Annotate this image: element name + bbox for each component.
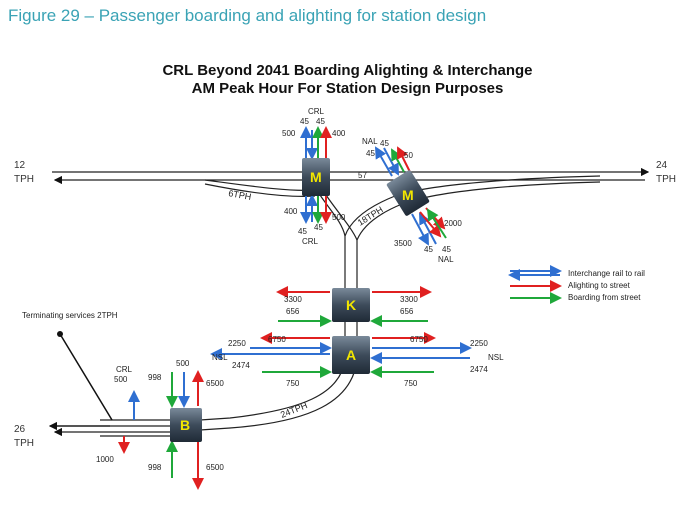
a-750a: 750 bbox=[286, 379, 300, 388]
track-18tph-a bbox=[344, 175, 601, 258]
m2-nal-top: NAL bbox=[362, 137, 378, 146]
legend-boarding: Boarding from street bbox=[568, 293, 641, 302]
a-nsl-l: NSL bbox=[212, 353, 228, 362]
station-m2: M bbox=[386, 170, 430, 216]
station-a-arrows bbox=[210, 332, 472, 378]
b-998b: 998 bbox=[148, 463, 162, 472]
m-45c: 45 bbox=[298, 227, 307, 236]
a-nsl-r: NSL bbox=[488, 353, 504, 362]
station-k-letter: K bbox=[346, 297, 356, 313]
m2-45b: 45 bbox=[366, 149, 375, 158]
station-m-arrows bbox=[300, 126, 332, 224]
m-45a: 45 bbox=[300, 117, 309, 126]
a-2474b: 2474 bbox=[470, 365, 488, 374]
b-998a: 998 bbox=[148, 373, 162, 382]
tph-12: 12 bbox=[14, 160, 26, 171]
a-750b: 750 bbox=[404, 379, 418, 388]
b-6500b: 6500 bbox=[206, 463, 224, 472]
k-3300a: 3300 bbox=[284, 295, 302, 304]
k-656a: 656 bbox=[286, 307, 300, 316]
track-6tph-label: 6TPH bbox=[228, 188, 252, 202]
a-2250b: 2250 bbox=[470, 339, 488, 348]
station-b: B bbox=[170, 408, 202, 442]
tph-24: 24 bbox=[656, 160, 668, 171]
station-m-letter: M bbox=[310, 169, 322, 185]
m-45b: 45 bbox=[316, 117, 325, 126]
m2-2000: 2000 bbox=[444, 219, 462, 228]
m-crl-top: CRL bbox=[308, 107, 325, 116]
terminating-pointer: Terminating services 2TPH bbox=[22, 311, 118, 421]
m-400b: 400 bbox=[284, 207, 298, 216]
legend: Interchange rail to rail Alighting to st… bbox=[508, 265, 645, 304]
station-m2-letter: M bbox=[402, 187, 414, 203]
tph-26: 26 bbox=[14, 424, 26, 435]
b-500b: 500 bbox=[176, 359, 190, 368]
b-crl: CRL bbox=[116, 365, 133, 374]
b-1000: 1000 bbox=[96, 455, 114, 464]
m2-50: 50 bbox=[404, 151, 413, 160]
m2-3500: 3500 bbox=[394, 239, 412, 248]
k-3300b: 3300 bbox=[400, 295, 418, 304]
track-m-down-a bbox=[319, 194, 346, 237]
b-500a: 500 bbox=[114, 375, 128, 384]
m-500b: 500 bbox=[332, 213, 346, 222]
station-b-letter: B bbox=[180, 417, 190, 433]
a-6750b: 6750 bbox=[410, 335, 428, 344]
track-m-down-b bbox=[325, 194, 358, 241]
station-m2-arrows bbox=[375, 146, 447, 246]
a-2474a: 2474 bbox=[232, 361, 250, 370]
tph-12-unit: TPH bbox=[14, 174, 34, 185]
b-6500a: 6500 bbox=[206, 379, 224, 388]
m2-nal-bot: NAL bbox=[438, 255, 454, 264]
m2-45c: 45 bbox=[424, 245, 433, 254]
m-500: 500 bbox=[282, 129, 296, 138]
station-a: A bbox=[332, 336, 370, 374]
m-400: 400 bbox=[332, 129, 346, 138]
terminating-label: Terminating services 2TPH bbox=[22, 311, 118, 320]
m2-57: 57 bbox=[358, 171, 367, 180]
station-b-arrows bbox=[118, 370, 204, 490]
track-6tph-a bbox=[204, 179, 316, 191]
a-6750a: 6750 bbox=[268, 335, 286, 344]
legend-alighting: Alighting to street bbox=[568, 281, 631, 290]
m-crl-bot: CRL bbox=[302, 237, 319, 246]
k-656b: 656 bbox=[400, 307, 414, 316]
tph-24-unit: TPH bbox=[656, 174, 676, 185]
diagram-title-line1: CRL Beyond 2041 Boarding Alighting & Int… bbox=[162, 62, 533, 79]
station-m: M bbox=[302, 158, 330, 196]
track-24tph-b bbox=[199, 359, 358, 431]
a-2250a: 2250 bbox=[228, 339, 246, 348]
figure-caption: Figure 29 – Passenger boarding and aligh… bbox=[8, 6, 487, 25]
legend-interchange: Interchange rail to rail bbox=[568, 269, 645, 278]
diagram-title-line2: AM Peak Hour For Station Design Purposes bbox=[191, 80, 504, 97]
station-a-letter: A bbox=[346, 347, 356, 363]
track-24tph-a bbox=[199, 359, 346, 421]
station-k: K bbox=[332, 288, 370, 322]
m2-45d: 45 bbox=[442, 245, 451, 254]
m-45d: 45 bbox=[314, 223, 323, 232]
tph-26-unit: TPH bbox=[14, 438, 34, 449]
station-k-arrows bbox=[276, 286, 432, 327]
m2-45a: 45 bbox=[380, 139, 389, 148]
track-24tph-label: 24TPH bbox=[279, 400, 309, 420]
